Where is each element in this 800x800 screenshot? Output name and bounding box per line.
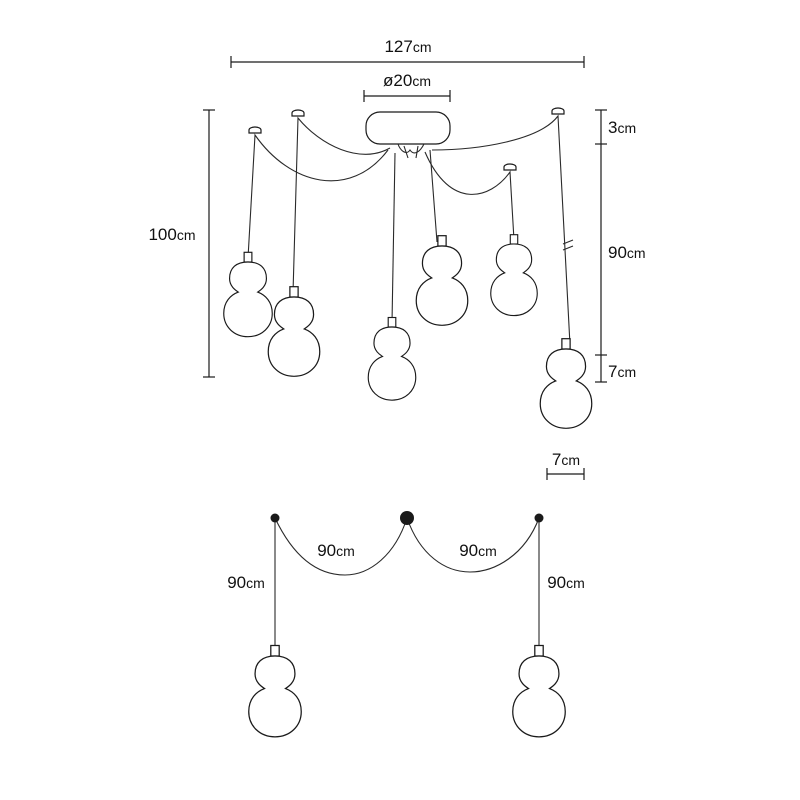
cable-length-label: 90cm bbox=[608, 243, 646, 262]
pendant-wires bbox=[247, 114, 574, 346]
bulb-5 bbox=[490, 234, 538, 317]
swag-right-label: 90cm bbox=[459, 541, 497, 560]
center-canopy-dot bbox=[400, 511, 414, 525]
ceiling-hooks bbox=[248, 107, 565, 171]
right-hook-dot bbox=[534, 513, 544, 523]
bulb-4 bbox=[415, 235, 469, 326]
drop-left-label: 90cm bbox=[227, 573, 265, 592]
total-width-dimension: 127cm bbox=[230, 37, 585, 68]
right-height-dimensions: 3cm 90cm 7cm bbox=[595, 109, 646, 383]
bulb-bottom-left bbox=[248, 644, 302, 738]
swag-left-label: 90cm bbox=[317, 541, 355, 560]
canopy-height-label: 3cm bbox=[608, 118, 636, 137]
swag-diagram: 90cm 90cm 90cm 90cm bbox=[227, 511, 585, 738]
bulb-bottom-right bbox=[512, 644, 566, 738]
bulb-3 bbox=[367, 316, 417, 401]
ceiling-canopy bbox=[365, 111, 451, 159]
drop-right-label: 90cm bbox=[547, 573, 585, 592]
total-width-label: 127cm bbox=[384, 37, 431, 56]
total-height-dimension: 100cm bbox=[148, 109, 215, 378]
bulb-6 bbox=[539, 338, 593, 429]
canopy-diameter-label: ø20cm bbox=[383, 71, 431, 90]
bulbs-top-view bbox=[223, 234, 593, 429]
bulb-width-dimension: 7cm bbox=[546, 450, 585, 480]
total-height-label: 100cm bbox=[148, 225, 195, 244]
bulb-1 bbox=[223, 251, 273, 338]
canopy-diameter-dimension: ø20cm bbox=[363, 71, 451, 102]
left-hook-dot bbox=[270, 513, 280, 523]
bulb-width-label: 7cm bbox=[552, 450, 580, 469]
bulb-height-label: 7cm bbox=[608, 362, 636, 381]
bulb-2 bbox=[267, 286, 321, 377]
